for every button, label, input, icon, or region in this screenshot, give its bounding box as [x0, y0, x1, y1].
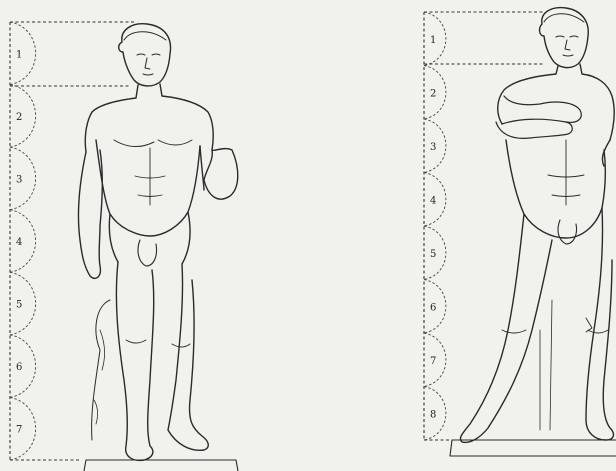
right-scale-unit-label: 6 [430, 302, 436, 313]
left-scale-unit-label: 2 [16, 112, 22, 123]
right-scale-unit-label: 3 [430, 142, 436, 153]
left-scale-unit-arc [10, 272, 36, 335]
right-scale-unit-label: 1 [430, 35, 436, 46]
left-scale-unit-label: 7 [16, 425, 22, 436]
left-scale-unit-label: 4 [16, 237, 22, 248]
left-figure-group: 1 2 3 4 5 6 7 [10, 22, 238, 471]
left-scale-unit-label: 5 [16, 300, 22, 311]
right-scale-unit-label: 8 [430, 409, 436, 420]
left-scale-unit-arc [10, 210, 36, 273]
left-scale-unit-label: 1 [16, 49, 22, 60]
left-scale-unit-label: 6 [16, 362, 22, 373]
left-head-scale [10, 22, 135, 460]
left-statue-outline [78, 24, 238, 471]
left-scale-unit-arc [10, 85, 36, 148]
right-scale-unit-label: 2 [430, 88, 436, 99]
left-scale-unit-arc [10, 335, 36, 398]
right-scale-unit-label: 5 [430, 249, 436, 260]
left-scale-unit-arc [10, 397, 36, 460]
right-scale-unit-label: 4 [430, 195, 436, 206]
right-figure-group: 1 2 3 4 5 6 7 8 [424, 8, 616, 456]
left-scale-unit-label: 3 [16, 174, 22, 185]
right-scale-unit-label: 7 [430, 356, 436, 367]
left-scale-unit-arc [10, 147, 36, 210]
right-head-scale [424, 12, 545, 440]
left-scale-unit-arc [10, 22, 36, 85]
right-statue-outline [450, 8, 616, 456]
